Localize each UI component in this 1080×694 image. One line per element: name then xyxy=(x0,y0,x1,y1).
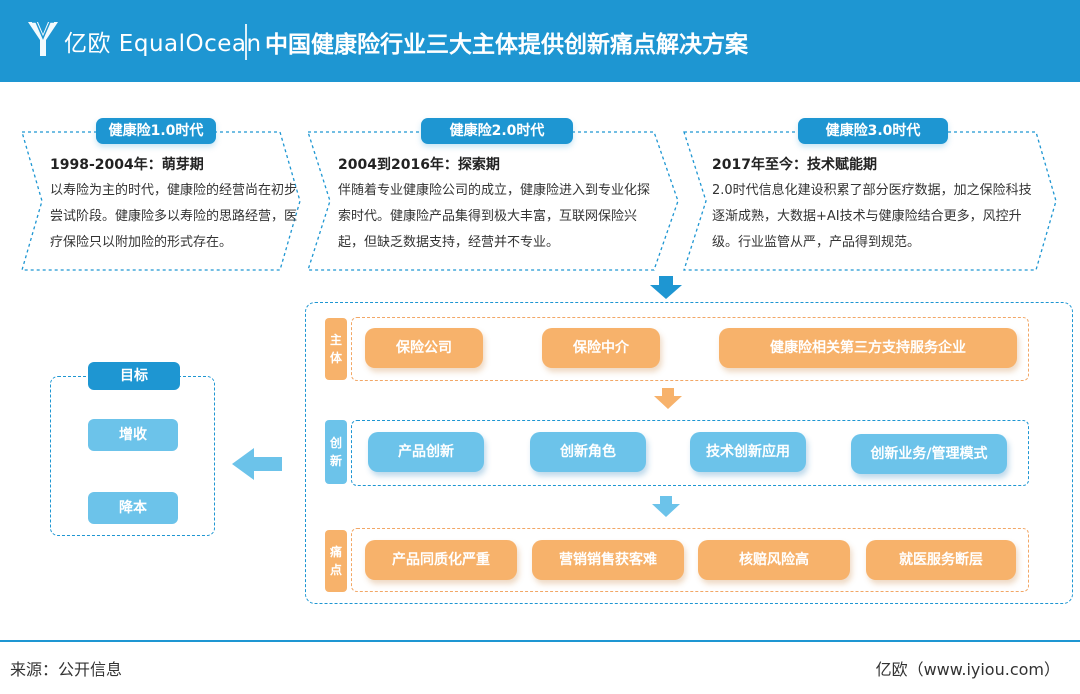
chip-tech-innovation: 技术创新应用 xyxy=(690,432,806,472)
header-bar: 亿欧 EqualOcean 中国健康险行业三大主体提供创新痛点解决方案 xyxy=(0,0,1080,82)
chip-insurance-company: 保险公司 xyxy=(365,328,483,368)
logo-text: 亿欧 EqualOcean xyxy=(64,31,262,57)
row-subjects xyxy=(351,317,1029,381)
era-2-heading: 2004到2016年：探索期 xyxy=(338,157,500,173)
chip-insurance-intermediary: 保险中介 xyxy=(542,328,660,368)
down-arrow-icon xyxy=(650,276,682,299)
page-title: 中国健康险行业三大主体提供创新痛点解决方案 xyxy=(265,32,748,58)
row-innovation xyxy=(351,420,1029,486)
row-tab-char: 体 xyxy=(329,351,342,365)
row-tab-char: 痛 xyxy=(329,545,342,559)
goal-reduce-cost: 降本 xyxy=(88,492,178,524)
header-divider xyxy=(245,24,247,60)
chip-product-innovation: 产品创新 xyxy=(368,432,484,472)
row-tab-subjects: 主 体 xyxy=(325,318,347,380)
row-pain-points xyxy=(351,528,1029,592)
goal-label: 目标 xyxy=(88,362,180,390)
row-tab-char: 创 xyxy=(329,436,342,450)
chip-business-model-innovation: 创新业务/管理模式 xyxy=(851,434,1007,474)
era-2-label: 健康险2.0时代 xyxy=(421,118,573,144)
era-3-label: 健康险3.0时代 xyxy=(798,118,948,144)
down-arrow-icon xyxy=(654,388,682,409)
row-tab-char: 点 xyxy=(329,563,342,577)
goal-increase-revenue: 增收 xyxy=(88,419,178,451)
chip-claims-risk: 核赔风险高 xyxy=(698,540,850,580)
chip-third-party-services: 健康险相关第三方支持服务企业 xyxy=(719,328,1017,368)
equalocean-logo-icon xyxy=(28,21,58,56)
era-3-heading: 2017年至今：技术赋能期 xyxy=(712,157,877,173)
left-arrow-icon xyxy=(232,448,282,480)
era-3-outline xyxy=(683,131,1057,271)
row-tab-innovation: 创 新 xyxy=(325,420,347,484)
era-1-heading: 1998-2004年：萌芽期 xyxy=(50,157,204,173)
solution-matrix xyxy=(305,302,1073,604)
chip-medical-service-gap: 就医服务断层 xyxy=(866,540,1016,580)
era-2-outline xyxy=(307,131,679,271)
chip-innovative-roles: 创新角色 xyxy=(530,432,646,472)
chip-customer-acquisition: 营销销售获客难 xyxy=(532,540,684,580)
down-arrow-icon xyxy=(652,496,680,517)
row-tab-char: 主 xyxy=(329,333,342,347)
brand-credit: 亿欧（www.iyiou.com） xyxy=(875,660,1060,679)
era-2-body: 伴随着专业健康险公司的成立，健康险进入到专业化探索时代。健康险产品集得到极大丰富… xyxy=(338,183,651,250)
source-note: 来源：公开信息 xyxy=(10,660,123,679)
footer-divider xyxy=(0,640,1080,642)
row-tab-pain-points: 痛 点 xyxy=(325,530,347,592)
chip-product-homogeneity: 产品同质化严重 xyxy=(365,540,517,580)
era-1-body: 以寿险为主的时代，健康险的经营尚在初步尝试阶段。健康险多以寿险的思路经营，医疗保… xyxy=(50,183,298,250)
era-timeline xyxy=(21,131,1057,271)
era-1-outline xyxy=(21,131,301,271)
row-tab-char: 新 xyxy=(329,454,342,468)
era-1-label: 健康险1.0时代 xyxy=(96,118,216,144)
era-3-body: 2.0时代信息化建设积累了部分医疗数据，加之保险科技逐渐成熟，大数据+AI技术与… xyxy=(712,183,1032,250)
